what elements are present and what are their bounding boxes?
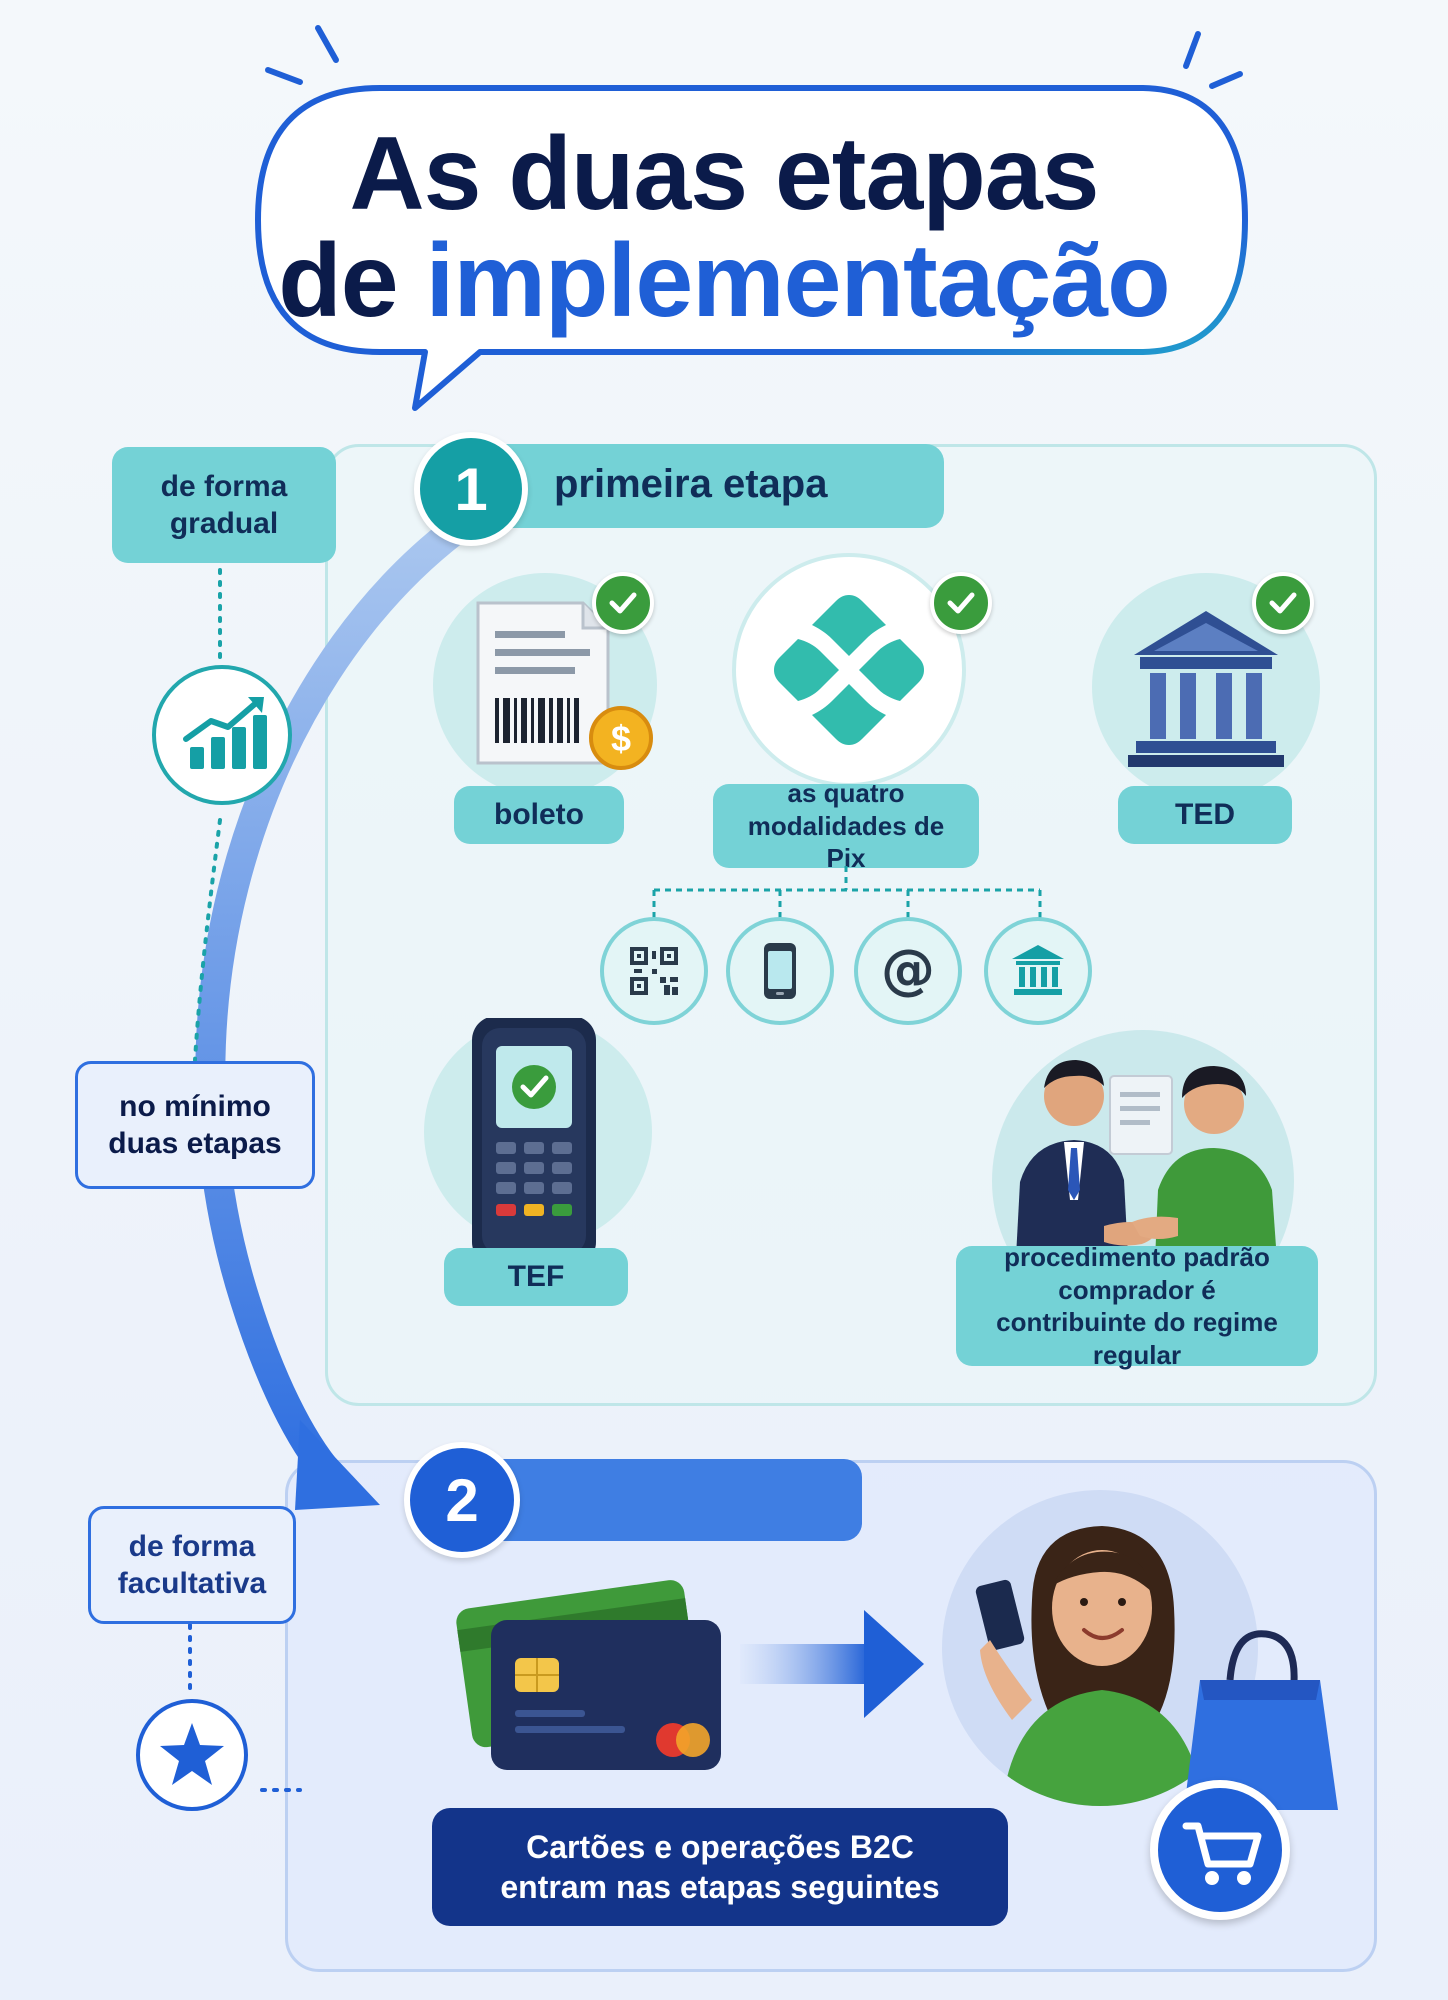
ted-label: TED	[1118, 786, 1292, 844]
stage2-number: 2	[445, 1466, 479, 1534]
arrow-right-icon	[740, 1604, 930, 1724]
stage1-number-badge: 1	[414, 432, 528, 546]
stage2-message: Cartões e operações B2C entram nas etapa…	[432, 1808, 1008, 1926]
label-optional: de forma facultativa	[88, 1506, 296, 1624]
smartphone-icon	[726, 917, 834, 1025]
stage1-header-bar	[470, 444, 944, 528]
bank-icon	[984, 917, 1092, 1025]
label-minimum-stages: no mínimo duas etapas	[75, 1061, 315, 1189]
stage1-number: 1	[454, 455, 488, 523]
label-gradual: de forma gradual	[112, 447, 336, 563]
page-title-line-2: de implementação	[0, 222, 1448, 341]
procedure-label: procedimento padrão comprador é contribu…	[956, 1242, 1318, 1370]
page-title-highlight: implementação	[425, 223, 1171, 339]
check-icon	[592, 572, 654, 634]
star-icon	[136, 1699, 248, 1811]
credit-cards-illustration	[455, 1560, 755, 1790]
page-title-line-1: As duas etapas	[349, 116, 1100, 232]
growth-chart-icon	[152, 665, 292, 805]
stage2-number-badge: 2	[404, 1442, 520, 1558]
svg-text:$: $	[611, 718, 631, 759]
tef-label: TEF	[444, 1248, 628, 1306]
at-sign-icon: @	[854, 917, 962, 1025]
shopping-bag-icon	[1170, 1620, 1350, 1820]
svg-text:@: @	[881, 938, 935, 1001]
boleto-label: boleto	[454, 786, 624, 844]
page-title-prefix: de	[278, 223, 426, 339]
pix-keys-connector	[600, 866, 1060, 926]
check-icon	[930, 572, 992, 634]
pix-logo-illustration	[732, 553, 966, 787]
tef-terminal-illustration	[424, 1018, 652, 1266]
shopping-cart-icon	[1150, 1780, 1290, 1920]
pix-label: as quatro modalidades de Pix	[713, 778, 979, 873]
stage1-label: primeira etapa	[554, 462, 828, 506]
ted-bank-illustration	[1092, 573, 1320, 801]
check-icon	[1252, 572, 1314, 634]
stage2-header-bar	[470, 1459, 862, 1541]
title-bubble: As duas etapas de implementação	[0, 0, 1448, 420]
qr-code-icon	[600, 917, 708, 1025]
